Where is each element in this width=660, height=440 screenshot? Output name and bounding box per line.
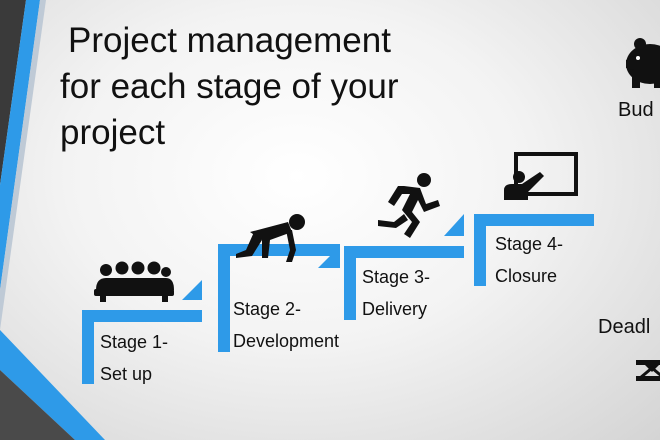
- bottom-stripe-dark: [0, 370, 75, 440]
- title-line-2: for each stage of your: [60, 67, 399, 106]
- title-line-3: project: [60, 113, 166, 152]
- stage-2-label-line-2: Development: [233, 331, 340, 351]
- corner-stripe-light: [0, 0, 46, 330]
- step-4: [474, 214, 594, 286]
- stage-3-label-line-1: Stage 3-: [362, 267, 431, 287]
- stage-3-label: Stage 3- Delivery: [362, 261, 430, 325]
- bottom-stripe-blue: [0, 330, 105, 440]
- page-title: Project management for each stage of you…: [60, 18, 460, 156]
- budget-label: Bud: [618, 99, 654, 121]
- piggy-bank-icon: [626, 38, 660, 88]
- stage-4-label-line-1: Stage 4-: [495, 234, 564, 254]
- stage-3-label-line-2: Delivery: [362, 299, 428, 319]
- runner-icon: [378, 173, 440, 238]
- stage-4-label-line-2: Closure: [495, 266, 558, 286]
- stage-2-label-line-1: Stage 2-: [233, 299, 302, 319]
- stage-2-label: Stage 2- Development: [233, 293, 339, 357]
- presentation-board-icon: [504, 152, 578, 200]
- step-1: [82, 280, 202, 384]
- meeting-group-icon: [94, 261, 174, 302]
- title-line-1: Project management: [68, 21, 391, 60]
- stage-1-label: Stage 1- Set up: [100, 326, 168, 390]
- stage-4-label: Stage 4- Closure: [495, 228, 563, 292]
- sprinter-start-icon: [236, 214, 305, 262]
- stage-1-label-line-2: Set up: [100, 364, 153, 384]
- hourglass-icon: [635, 360, 660, 381]
- deadline-label: Deadl: [598, 316, 651, 338]
- step-3: [344, 214, 464, 320]
- stage-1-label-line-1: Stage 1-: [100, 332, 169, 352]
